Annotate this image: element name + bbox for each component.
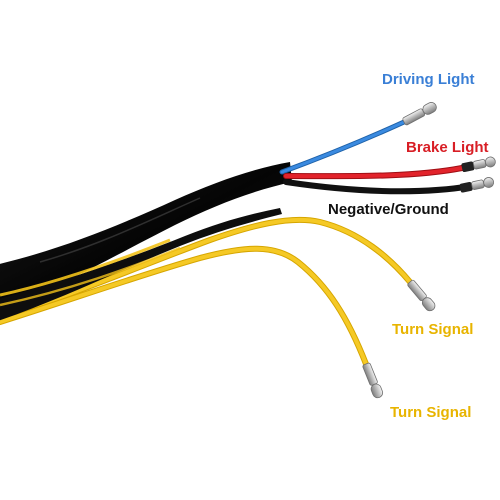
yellow-wire-upper xyxy=(0,216,413,321)
blue-wire-connector xyxy=(402,102,437,126)
yellow-wire-lower-connector xyxy=(362,362,384,399)
driving-light-label: Driving Light xyxy=(382,71,475,88)
brake-light-label: Brake Light xyxy=(406,139,489,156)
black-wire xyxy=(283,179,475,195)
blue-wire xyxy=(279,119,407,175)
red-wire xyxy=(283,165,465,180)
turn-signal-label-upper: Turn Signal xyxy=(392,321,474,338)
turn-signal-label-lower: Turn Signal xyxy=(390,404,472,421)
yellow-wire-upper-connector xyxy=(407,279,436,312)
black-wire-connector xyxy=(459,177,495,193)
negative-ground-label: Negative/Ground xyxy=(328,201,449,218)
black-sheath xyxy=(0,162,292,321)
red-wire-connector xyxy=(461,156,496,173)
yellow-wire-lower xyxy=(0,245,369,367)
